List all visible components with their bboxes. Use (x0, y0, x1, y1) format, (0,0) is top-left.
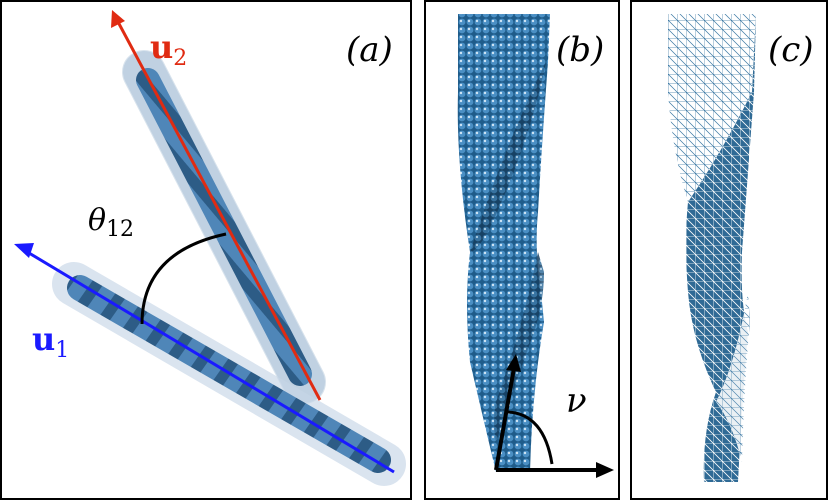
u2-label: u2 (150, 28, 187, 71)
panel-a-label: (a) (346, 30, 393, 70)
panel-b-diagram: ν (457, 14, 614, 478)
mesh-face-light-lower (716, 292, 750, 462)
panel-a: u2 u1 θ12 (a) (0, 0, 412, 500)
panel-b-label: (b) (556, 30, 605, 70)
nu-label: ν (566, 381, 587, 421)
panel-a-diagram: u2 u1 θ12 (14, 10, 406, 486)
u1-arrow (14, 243, 395, 474)
panel-c-label: (c) (768, 30, 814, 70)
panel-b: ν (b) (424, 0, 620, 500)
u1-label: u1 (32, 320, 69, 363)
panel-c: (c) (630, 0, 828, 500)
u2-arrow (111, 10, 322, 401)
rod-2 (122, 50, 326, 404)
twist-axes (494, 354, 614, 478)
twisted-rod-shade (470, 62, 546, 252)
twisted-rod-shade-lower (494, 252, 544, 442)
panel-c-diagram (668, 14, 756, 482)
theta12-label: θ12 (88, 203, 134, 242)
angle-arc (140, 232, 227, 325)
mesh-face-light (668, 14, 756, 202)
